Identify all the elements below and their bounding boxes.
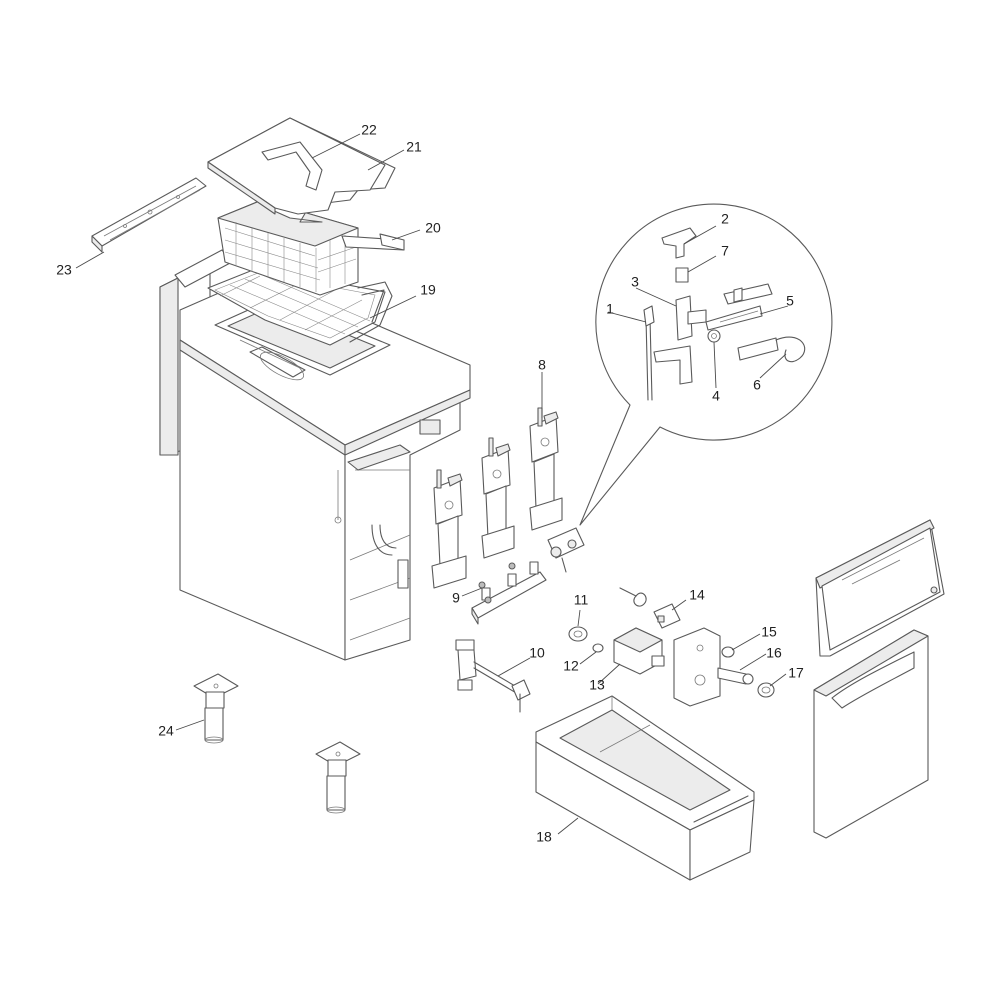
pilot-burner-assembly [547,527,585,573]
detail-callout-circle [579,203,833,526]
callout-9: 9 [452,590,460,606]
callout-22: 22 [361,122,377,138]
lid-handle-part [261,141,323,191]
callout-10: 10 [529,645,545,661]
callout-6: 6 [753,377,761,393]
callout-16: 16 [766,645,782,661]
callout-21: 21 [406,139,422,155]
callout-5: 5 [786,293,794,309]
callout-13: 13 [589,677,605,693]
detail-parts [643,227,806,401]
control-bracket-part [673,627,721,707]
callout-17: 17 [788,665,804,681]
fryer-cabinet [159,249,471,661]
crumb-drawer-part [535,695,755,881]
callout-15: 15 [761,624,777,640]
spring-part [619,587,647,607]
callout-23: 23 [56,262,72,278]
callout-1: 1 [606,301,614,317]
front-upper-panel [815,519,945,657]
callout-11: 11 [574,592,589,608]
knob-part-11 [568,626,588,642]
pilot-electrode-part-16 [717,667,754,685]
callout-labels: 1 2 3 4 5 6 7 8 9 10 11 12 13 14 15 16 1… [56,122,804,845]
washer-part-15 [721,646,735,658]
fry-basket-part [217,199,405,296]
valve-assembly-2 [481,437,515,559]
valve-assembly-1 [431,469,467,589]
callout-2: 2 [721,211,729,227]
callout-7: 7 [721,243,729,259]
callout-3: 3 [631,274,639,290]
leader-lines [75,133,789,835]
gas-inlet-part [455,639,531,713]
valve-assembly-3 [529,407,563,531]
spark-generator-part [613,627,665,675]
callout-4: 4 [712,388,720,404]
callout-20: 20 [425,220,441,236]
knob-part-17 [757,682,775,698]
side-rail-part [91,177,207,253]
callout-8: 8 [538,357,546,373]
nozzle-part-12 [592,643,604,653]
ignition-switch-part [653,603,681,629]
callout-12: 12 [563,658,579,674]
lid-part [207,117,396,223]
callout-19: 19 [420,282,436,298]
callout-18: 18 [536,829,552,845]
leg-part-front [193,673,239,744]
gas-manifold-part [471,561,547,625]
leg-part-rear [315,741,361,814]
callout-24: 24 [158,723,174,739]
callout-14: 14 [689,587,705,603]
front-door-panel [813,629,929,839]
